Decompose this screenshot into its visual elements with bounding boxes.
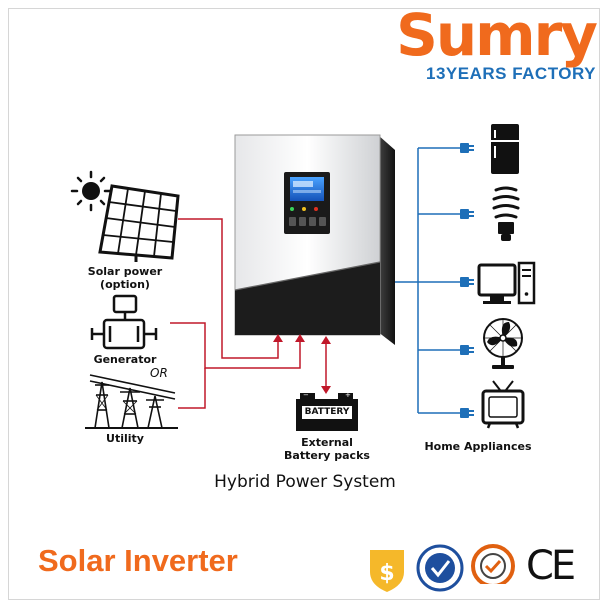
- battery-label-line2: Battery packs: [284, 449, 370, 462]
- inverter-panel-edge: [234, 261, 381, 291]
- panel-button-2: [299, 217, 306, 226]
- battery-label-line1: External: [301, 436, 353, 449]
- dollar-shield-icon: $: [370, 550, 404, 592]
- or-label: OR: [150, 366, 168, 380]
- utility-pylons-icon: [85, 374, 178, 429]
- refrigerator-icon: [491, 124, 519, 174]
- brand-name: Sumry: [396, 1, 598, 69]
- output-wiring: [395, 147, 462, 414]
- led-green: [290, 207, 294, 211]
- lcd-screen: [290, 177, 324, 201]
- solar-power-label: Solar power (option): [80, 265, 170, 291]
- inverter-unit: [234, 134, 395, 345]
- brand-tagline: 13YEARS FACTORY: [426, 64, 596, 83]
- svg-text:+: +: [345, 391, 351, 399]
- footer-title: Solar Inverter: [38, 543, 238, 578]
- fan-icon: [483, 318, 523, 369]
- inverter-bottom-panel: [235, 262, 380, 335]
- sun-icon: [70, 170, 112, 212]
- svg-text:−: −: [303, 391, 309, 399]
- solar-panel-icon: [98, 184, 180, 262]
- assessed-badge-icon: [416, 544, 464, 592]
- input-arrows: [273, 334, 331, 394]
- inverter-side: [378, 135, 395, 345]
- ce-mark-icon: CE: [526, 543, 576, 589]
- tv-icon: [481, 380, 525, 429]
- solar-power-label-line1: Solar power: [87, 265, 163, 278]
- battery-icon: − +: [296, 391, 358, 431]
- generator-icon: [90, 294, 158, 350]
- panel-button-3: [309, 217, 316, 226]
- light-bulb-icon: [492, 186, 520, 241]
- lcd-bar: [293, 190, 321, 193]
- battery-label: External Battery packs: [277, 436, 377, 462]
- generator-label: Generator: [93, 353, 157, 366]
- home-appliances-label: Home Appliances: [424, 440, 532, 453]
- lcd-digits: [293, 181, 313, 187]
- computer-icon: [477, 261, 536, 305]
- brand-logo: Sumry 13YEARS FACTORY: [396, 1, 598, 84]
- diagram-title: Hybrid Power System: [214, 472, 396, 492]
- image-frame: [8, 8, 600, 600]
- led-red: [314, 207, 318, 211]
- led-yellow: [302, 207, 306, 211]
- svg-text:$: $: [379, 561, 394, 586]
- plug-icons: [460, 143, 474, 418]
- panel-button-1: [289, 217, 296, 226]
- utility-label: Utility: [106, 432, 144, 445]
- battery-panel-text: BATTERY: [304, 407, 350, 417]
- solar-power-label-line2: (option): [100, 278, 150, 291]
- sgs-badge-icon: [471, 544, 515, 591]
- input-wiring: [170, 218, 327, 409]
- panel-button-4: [319, 217, 326, 226]
